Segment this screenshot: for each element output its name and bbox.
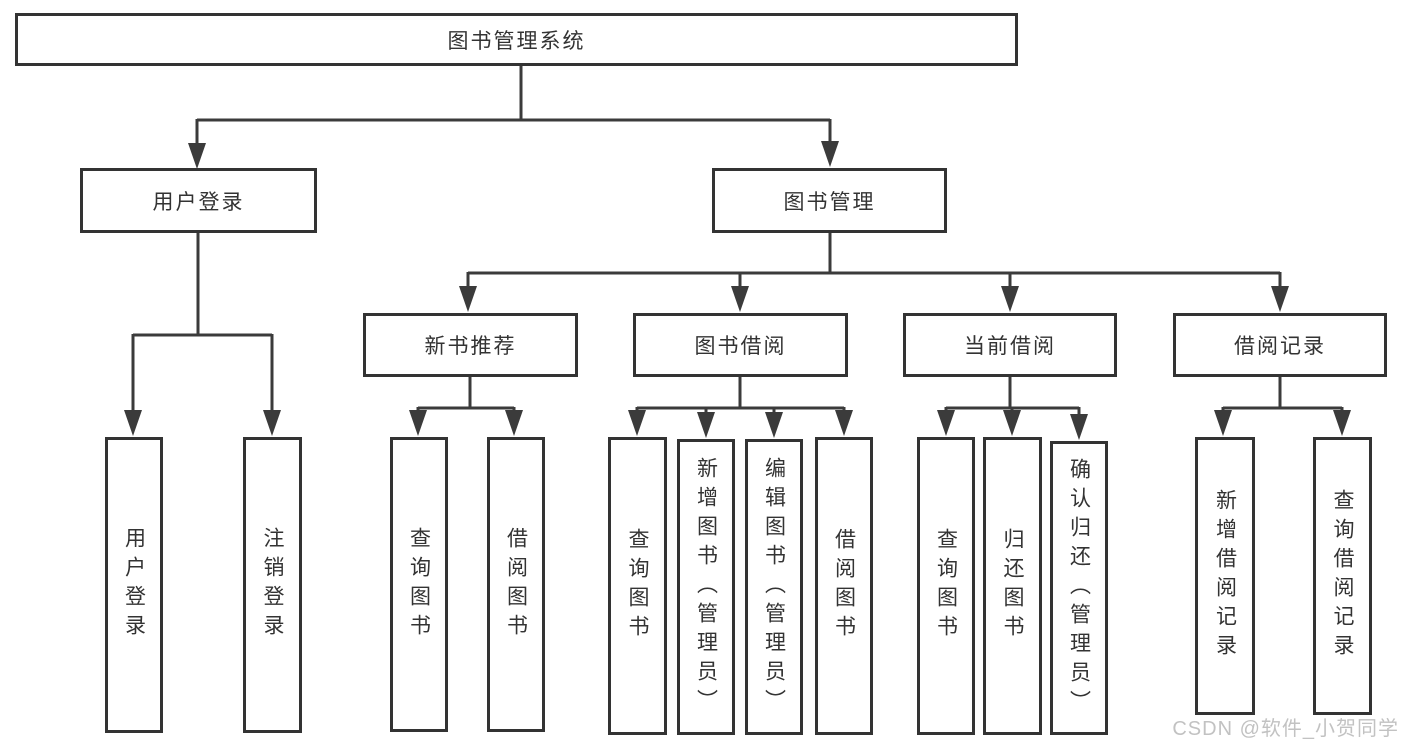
node-user-login: 用户登录: [80, 168, 317, 233]
node-borrow-record: 借阅记录: [1173, 313, 1387, 377]
connector-root-to-level2: [195, 65, 832, 147]
node-current-borrow: 当前借阅: [903, 313, 1117, 377]
leaf-query-borrow-record-label: 查询借阅记录: [1331, 489, 1354, 663]
node-new-book-recommend-label: 新书推荐: [424, 335, 517, 358]
leaf-query-book-current: 查询图书: [917, 437, 975, 735]
connector-newbook-to-leaves: [416, 376, 516, 414]
connector-userlogin-to-leaves: [131, 232, 274, 414]
leaf-borrow-book: 借阅图书: [815, 437, 873, 735]
node-root-label: 图书管理系统: [447, 29, 586, 53]
node-book-borrow: 图书借阅: [633, 313, 848, 377]
leaf-add-book-admin-label: 新增图书（管理员）: [694, 456, 718, 718]
connector-currentborrow-to-leaves: [944, 376, 1081, 418]
leaf-user-login-label: 用户登录: [122, 527, 146, 643]
leaf-user-login: 用户登录: [105, 437, 163, 733]
node-borrow-record-label: 借阅记录: [1234, 335, 1326, 358]
leaf-logout: 注销登录: [243, 437, 302, 733]
leaf-confirm-return-admin: 确认归还（管理员）: [1050, 441, 1108, 735]
connector-borrowrecord-to-leaves: [1221, 376, 1344, 414]
node-root: 图书管理系统: [15, 13, 1018, 66]
leaf-return-book-label: 归还图书: [1001, 528, 1024, 644]
leaf-edit-book-admin-label: 编辑图书（管理员）: [762, 456, 786, 718]
leaf-query-borrow-record: 查询借阅记录: [1313, 437, 1372, 715]
watermark: CSDN @软件_小贺同学: [1172, 718, 1399, 740]
leaf-return-book: 归还图书: [983, 437, 1042, 735]
leaf-logout-label: 注销登录: [261, 527, 284, 643]
leaf-query-book-recommend: 查询图书: [390, 437, 448, 732]
leaf-borrow-book-recommend: 借阅图书: [487, 437, 545, 732]
leaf-query-book-current-label: 查询图书: [934, 528, 958, 644]
node-new-book-recommend: 新书推荐: [363, 313, 578, 377]
leaf-borrow-book-label: 借阅图书: [832, 528, 856, 644]
leaf-query-book-borrow: 查询图书: [608, 437, 667, 735]
leaf-confirm-return-admin-label: 确认归还（管理员）: [1067, 457, 1091, 719]
node-user-login-label: 用户登录: [152, 190, 245, 214]
node-current-borrow-label: 当前借阅: [964, 335, 1056, 358]
node-book-management-label: 图书管理: [783, 190, 876, 214]
leaf-add-book-admin: 新增图书（管理员）: [677, 439, 735, 735]
leaf-borrow-book-recommend-label: 借阅图书: [504, 526, 528, 643]
connector-bookmgmt-to-level3: [466, 232, 1282, 290]
leaf-edit-book-admin: 编辑图书（管理员）: [745, 439, 803, 735]
leaf-query-book-borrow-label: 查询图书: [626, 528, 649, 644]
leaf-query-book-recommend-label: 查询图书: [407, 526, 431, 643]
node-book-borrow-label: 图书借阅: [694, 335, 787, 358]
leaf-add-borrow-record: 新增借阅记录: [1195, 437, 1255, 715]
connector-bookborrow-to-leaves: [635, 376, 846, 416]
node-book-management: 图书管理: [712, 168, 947, 233]
leaf-add-borrow-record-label: 新增借阅记录: [1213, 489, 1237, 663]
